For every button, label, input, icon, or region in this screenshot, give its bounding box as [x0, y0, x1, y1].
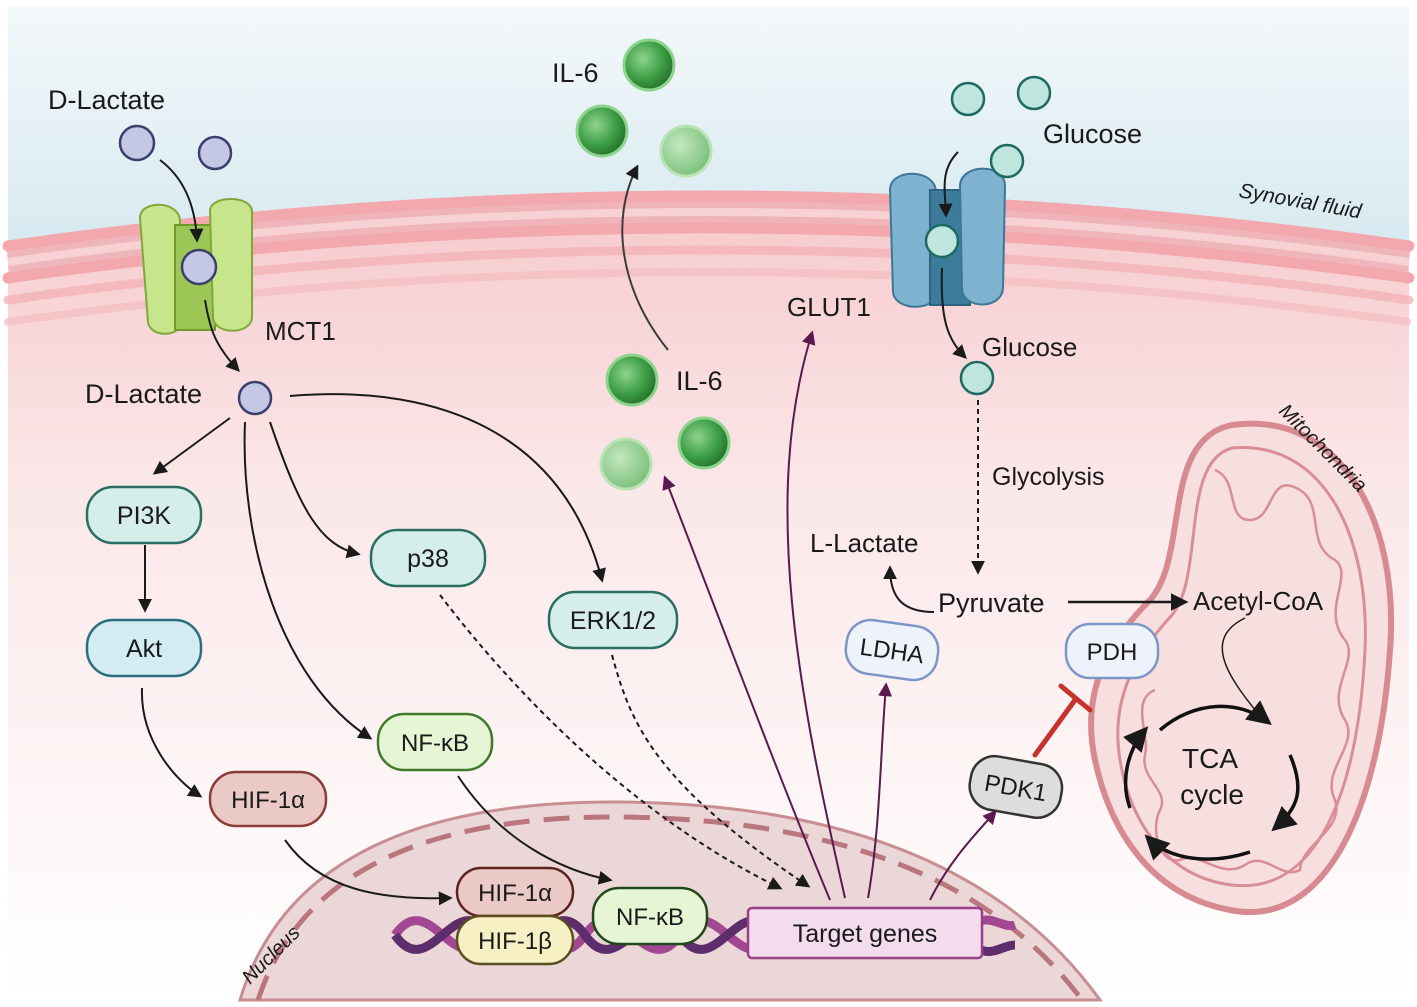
arrow-il6-release	[621, 164, 669, 351]
arrow-akt-hif1a	[140, 687, 203, 798]
nuclear-hif1b: HIF-1β	[455, 914, 575, 966]
glucose-molecule	[950, 81, 986, 117]
akt-label: Akt	[126, 635, 162, 663]
node-pdh: PDH	[1064, 622, 1160, 680]
arrow-to-pi3k	[152, 417, 231, 475]
d-lactate-molecule	[180, 248, 218, 286]
glucose-molecule	[1016, 75, 1052, 111]
il6-molecule	[659, 124, 713, 178]
arrow-to-nfkb	[243, 421, 373, 740]
glucose-molecule	[989, 143, 1025, 179]
pdh-label: PDH	[1087, 639, 1138, 666]
arrow-p38-nucleus	[439, 594, 783, 890]
il6-molecule	[605, 353, 659, 407]
node-pdk1: PDK1	[968, 754, 1064, 820]
il6-molecule	[622, 38, 676, 92]
target-genes-box: Target genes	[746, 906, 984, 960]
il6-molecule	[599, 437, 653, 491]
node-hif1a: HIF-1α	[208, 770, 328, 828]
acetyl-coa-label: Acetyl-CoA	[1193, 586, 1324, 616]
d-lactate-molecule	[197, 135, 233, 171]
nfkb-label: NF-κB	[401, 730, 469, 757]
target-gene-arrows	[662, 330, 997, 901]
target-genes-label: Target genes	[793, 920, 938, 948]
node-pi3k: PI3K	[85, 485, 203, 545]
p38-label: p38	[407, 545, 449, 573]
d-lactate-molecule	[237, 380, 273, 416]
tca-label-line1: TCA	[1182, 743, 1238, 774]
il6-molecule	[575, 104, 629, 158]
arrow-genes-pdk1	[929, 809, 997, 901]
nuclear-hif1a-label: HIF-1α	[478, 880, 552, 907]
arrow-genes-glut1	[786, 330, 846, 899]
arrow-dlactate-into-mct1	[159, 159, 204, 243]
arrow-nfkb-nucleus	[457, 775, 613, 885]
glut1-label: GLUT1	[787, 292, 871, 322]
glucose-outside-label: Glucose	[1043, 119, 1142, 149]
erk-label: ERK1/2	[570, 607, 656, 635]
glucose-molecule	[959, 360, 995, 396]
glucose-inside-label: Glucose	[982, 332, 1077, 362]
d-lactate-inside-label: D-Lactate	[85, 379, 202, 409]
nuclear-nfkb: NF-κB	[591, 886, 709, 946]
pdk1-inhibition	[1032, 683, 1093, 758]
glucose-molecule	[924, 223, 960, 259]
arrow-genes-il6	[662, 475, 831, 901]
il6-molecule	[677, 416, 731, 470]
il6-outside-label: IL-6	[552, 58, 599, 88]
mitochondrion	[1088, 420, 1394, 915]
arrow-glut1-to-cytoplasm	[940, 267, 967, 359]
arrow-to-erk	[289, 393, 606, 583]
d-lactate-outside-label: D-Lactate	[48, 85, 165, 115]
mct1-label: MCT1	[265, 316, 336, 346]
il6-inside-label: IL-6	[676, 366, 723, 396]
arrow-glucose-into-glut1	[938, 151, 959, 218]
tca-label-line2: cycle	[1180, 779, 1244, 810]
il6-molecules	[575, 38, 731, 491]
pyruvate-label: Pyruvate	[938, 588, 1045, 618]
node-ldha: LDHA	[844, 618, 940, 682]
l-lactate-label: L-Lactate	[810, 528, 918, 558]
arrow-hif1a-nucleus	[284, 839, 453, 906]
arrow-mct1-to-cytoplasm	[204, 299, 240, 373]
glycolysis-label: Glycolysis	[992, 463, 1105, 491]
tca-cycle-arrows	[1122, 700, 1300, 861]
arrow-genes-ldha	[867, 682, 893, 899]
nuclear-nfkb-label: NF-κB	[616, 904, 684, 931]
node-p38: p38	[369, 528, 487, 588]
nuclear-hif1b-label: HIF-1β	[478, 928, 552, 955]
nuclear-hif1a: HIF-1α	[455, 866, 575, 918]
arrow-erk-nucleus	[611, 654, 811, 888]
hif1a-label: HIF-1α	[231, 787, 305, 814]
node-erk: ERK1/2	[547, 590, 679, 650]
signaling-arrows	[138, 151, 1267, 906]
arrow-to-p38	[269, 421, 361, 559]
arrow-pyruvate-llactate	[883, 565, 935, 613]
pi3k-label: PI3K	[117, 502, 172, 530]
d-lactate-molecule	[118, 124, 156, 162]
node-akt: Akt	[85, 618, 203, 678]
node-nfkb: NF-κB	[376, 712, 494, 772]
